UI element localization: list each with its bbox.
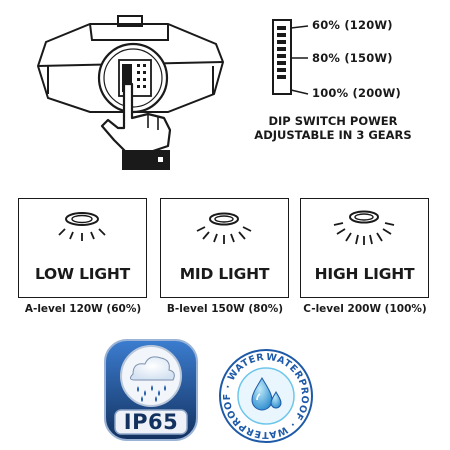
mounting-tab <box>117 15 143 27</box>
fixture-illustration <box>36 15 225 170</box>
dip-caption-line-1: DIP SWITCH POWER <box>268 114 398 128</box>
mode-panel-low: LOW LIGHT <box>18 198 147 298</box>
water-drop-icon <box>251 377 273 411</box>
mode-title-mid: MID LIGHT <box>179 265 270 283</box>
lamp-icon <box>333 210 395 245</box>
dip-option-60: 60% (120W) <box>312 18 393 32</box>
mode-title-high: HIGH LIGHT <box>314 265 415 283</box>
waterproof-badge: WATERPROOF · WATERPROOF · WATERPROOF · <box>218 348 313 443</box>
dip-switch-indicator <box>272 19 309 95</box>
mode-level-high: C-level 200W (100%) <box>303 303 427 315</box>
lamp-icon <box>196 212 252 244</box>
mode-panel-high: HIGH LIGHT <box>300 198 429 298</box>
mode-level-mid: B-level 150W (80%) <box>166 303 284 315</box>
dip-caption-line-2: ADJUSTABLE IN 3 GEARS <box>254 128 412 142</box>
dip-option-100: 100% (200W) <box>312 86 401 100</box>
ip65-badge: IP65 <box>103 338 199 442</box>
mode-level-low: A-level 120W (60%) <box>24 303 142 315</box>
lamp-icon <box>58 212 106 241</box>
dip-option-80: 80% (150W) <box>312 51 393 65</box>
water-drop-icon <box>270 391 282 409</box>
ip-rating-label: IP65 <box>123 410 179 434</box>
mode-title-low: LOW LIGHT <box>34 265 131 283</box>
mode-panel-mid: MID LIGHT <box>160 198 289 298</box>
pointing-hand-icon <box>100 82 172 170</box>
